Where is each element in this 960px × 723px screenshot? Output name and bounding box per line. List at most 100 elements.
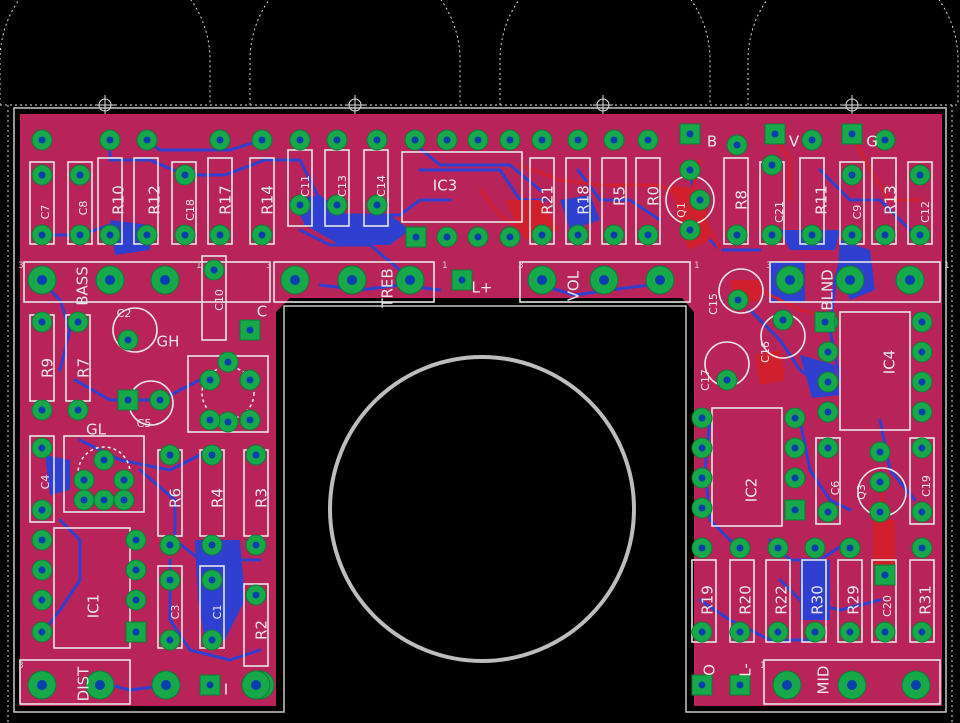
drill-hole xyxy=(782,680,792,690)
drill-hole xyxy=(736,628,744,636)
drill-hole xyxy=(208,541,216,549)
drill-hole xyxy=(224,358,232,366)
label-c1: C1 xyxy=(211,605,224,620)
drill-hole xyxy=(252,591,260,599)
label-c16: C16 xyxy=(759,341,772,363)
label-r12: R12 xyxy=(146,185,164,215)
drill-hole xyxy=(918,628,926,636)
drill-hole xyxy=(290,275,300,285)
label-r7: R7 xyxy=(75,358,93,378)
drill-hole xyxy=(333,201,341,209)
drill-hole xyxy=(848,231,856,239)
pin-number: 3 xyxy=(518,261,524,271)
label-b: B xyxy=(707,133,717,151)
drill-hole xyxy=(458,276,466,284)
drill-hole xyxy=(296,136,304,144)
label-mid: MID xyxy=(815,666,833,695)
label-c2: C2 xyxy=(117,307,132,320)
drill-hole xyxy=(258,231,266,239)
drill-hole xyxy=(206,681,214,689)
drill-hole xyxy=(132,536,140,544)
label-r20: R20 xyxy=(737,585,755,615)
drill-hole xyxy=(824,508,832,516)
drill-hole xyxy=(333,136,341,144)
label-g: G xyxy=(866,133,878,151)
drill-hole xyxy=(258,136,266,144)
label-r6: R6 xyxy=(167,488,185,508)
drill-hole xyxy=(506,136,514,144)
drill-hole xyxy=(443,136,451,144)
drill-hole xyxy=(824,348,832,356)
drill-hole xyxy=(791,444,799,452)
pads xyxy=(27,123,933,700)
drill-hole xyxy=(881,628,889,636)
drill-hole xyxy=(106,231,114,239)
drill-hole xyxy=(881,136,889,144)
pin-number: 3 xyxy=(18,661,24,671)
label-c14: C14 xyxy=(375,175,388,197)
label-dist: DIST xyxy=(75,666,93,701)
label-gl: GL xyxy=(86,421,107,439)
label-r0: R0 xyxy=(645,186,663,206)
label-q1: Q1 xyxy=(675,202,688,218)
label-ic3: IC3 xyxy=(433,177,457,195)
label-r21: R21 xyxy=(539,185,557,215)
drill-hole xyxy=(808,231,816,239)
drill-hole xyxy=(698,474,706,482)
label-lp: L+ xyxy=(472,279,493,297)
pin-number: 3 xyxy=(766,261,772,271)
drill-hole xyxy=(610,136,618,144)
pin-number: 1 xyxy=(442,261,448,271)
label-c11: C11 xyxy=(299,175,312,197)
drill-hole xyxy=(105,275,115,285)
drill-hole xyxy=(347,275,357,285)
drill-hole xyxy=(224,418,232,426)
drill-hole xyxy=(876,478,884,486)
label-ic4: IC4 xyxy=(881,350,899,374)
drill-hole xyxy=(686,166,694,174)
drill-hole xyxy=(37,680,47,690)
drill-hole xyxy=(76,171,84,179)
label-bass: BASS xyxy=(74,266,92,306)
drill-hole xyxy=(824,444,832,452)
drill-hole xyxy=(698,444,706,452)
drill-hole xyxy=(474,136,482,144)
label-gh: GH xyxy=(157,333,180,351)
label-c19: C19 xyxy=(920,475,933,497)
drill-hole xyxy=(881,571,889,579)
label-c21: C21 xyxy=(773,201,786,223)
pin-number: 3 xyxy=(266,261,272,271)
label-c4: C4 xyxy=(39,475,52,490)
label-r10: R10 xyxy=(110,185,128,215)
drill-hole xyxy=(38,231,46,239)
drill-hole xyxy=(38,136,46,144)
label-r4: R4 xyxy=(209,488,227,508)
drill-hole xyxy=(848,171,856,179)
label-c6: C6 xyxy=(829,481,842,496)
drill-hole xyxy=(916,231,924,239)
drill-hole xyxy=(845,275,855,285)
drill-hole xyxy=(574,231,582,239)
label-r5: R5 xyxy=(611,186,629,206)
label-c8: C8 xyxy=(77,201,90,216)
label-c: C xyxy=(257,303,267,321)
drill-hole xyxy=(38,444,46,452)
board-outline xyxy=(13,107,947,713)
drill-hole xyxy=(537,275,547,285)
drill-hole xyxy=(918,544,926,552)
drill-hole xyxy=(208,451,216,459)
pin-number: 3 xyxy=(18,261,24,271)
label-r22: R22 xyxy=(773,585,791,615)
drill-hole xyxy=(132,628,140,636)
drill-hole xyxy=(768,161,776,169)
drill-hole xyxy=(696,196,704,204)
drill-hole xyxy=(808,136,816,144)
drill-hole xyxy=(911,680,921,690)
drill-hole xyxy=(100,456,108,464)
drill-hole xyxy=(824,408,832,416)
drill-hole xyxy=(698,544,706,552)
pin-number: 1 xyxy=(944,261,950,271)
drill-hole xyxy=(846,544,854,552)
drill-hole xyxy=(811,628,819,636)
